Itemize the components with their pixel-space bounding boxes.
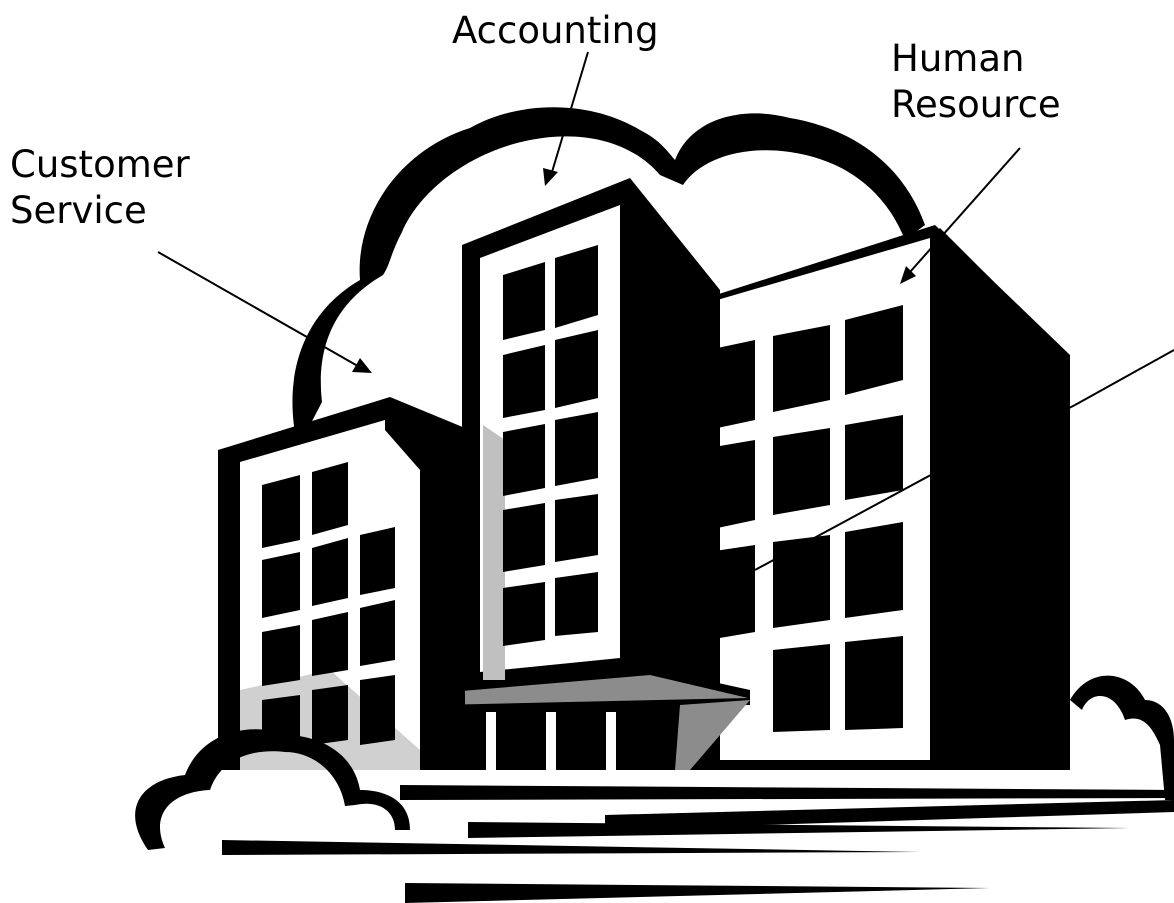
foreground-cloud-right <box>1070 675 1174 800</box>
label-human-resource-line-1: Human <box>891 37 1025 80</box>
ground-lines <box>222 785 1174 903</box>
foreground-cloud-left <box>135 729 410 850</box>
building-accounting <box>438 178 750 772</box>
annotation-arrows <box>157 51 1174 571</box>
building-customer-service <box>218 397 465 770</box>
label-human-resource-line-2: Resource <box>891 83 1061 126</box>
label-customer-service-line-2: Service <box>10 189 147 232</box>
label-accounting: Accounting <box>452 9 659 52</box>
label-customer-service: Customer Service <box>10 142 190 234</box>
label-customer-service-line-1: Customer <box>10 143 190 186</box>
label-human-resource: Human Resource <box>891 36 1061 128</box>
